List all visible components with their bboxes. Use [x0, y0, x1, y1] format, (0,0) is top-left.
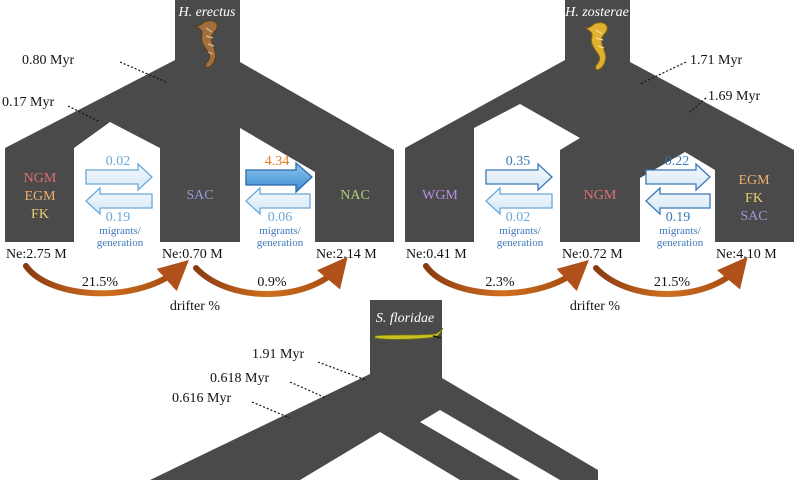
zosterae-flow1: 0.35 0.02 migrants/ generation	[485, 154, 553, 249]
erectus-flow2: 4.34 0.06 migrants/ generation	[245, 154, 313, 249]
zosterae-flow2: 0.22 0.19 migrants/ generation	[645, 154, 711, 249]
zosterae-flow2-unit-a: migrants/	[659, 225, 701, 237]
erectus-divergence-root: 0.80 Myr	[22, 53, 74, 68]
zosterae-flow1-back-arrow	[485, 186, 553, 216]
zosterae-ne-left: Ne:0.41 M	[406, 247, 467, 262]
erectus-divergence-root-leader	[119, 61, 167, 83]
erectus-ne-left: Ne:2.75 M	[6, 247, 67, 262]
zosterae-divergence-inner: 1.69 Myr	[708, 89, 760, 104]
zosterae-ne-mid: Ne:0.72 M	[562, 247, 623, 262]
erectus-flow2-unit-a: migrants/	[259, 225, 301, 237]
floridae-divergence-b-leader	[251, 401, 291, 419]
erectus-pop-left-egm: EGM	[24, 189, 56, 204]
zosterae-flow2-unit-b: generation	[657, 237, 704, 249]
erectus-flow2-forward-arrow	[245, 161, 313, 194]
erectus-flow1-forward-arrow	[85, 162, 153, 192]
erectus-drift-right: 0.9%	[257, 275, 287, 290]
zosterae-divergence-root: 1.71 Myr	[690, 53, 742, 68]
seahorse-icon	[584, 22, 608, 71]
floridae-panel: S. floridae 1.91 Myr 0.618 Myr 0.616 Myr	[150, 300, 598, 480]
erectus-flow2-forward: 4.34	[265, 154, 290, 169]
zosterae-pop-mid: NGM	[584, 188, 617, 203]
zosterae-flow2-back-arrow	[645, 186, 711, 216]
zosterae-flow1-unit-b: generation	[497, 237, 544, 249]
erectus-drift-arrow-left	[23, 259, 189, 297]
floridae-divergence-a: 0.618 Myr	[210, 371, 269, 386]
floridae-divergence-a-leader	[289, 381, 327, 399]
floridae-tree	[150, 300, 598, 480]
zosterae-flow1-back: 0.02	[506, 210, 531, 225]
erectus-species-label: H. erectus	[177, 5, 236, 20]
erectus-pop-left-ngm: NGM	[24, 171, 57, 186]
floridae-divergence-b: 0.616 Myr	[172, 391, 231, 406]
erectus-flow2-back-arrow	[245, 186, 311, 216]
erectus-panel: H. erectus 0.80 Myr 0.17 Myr NGM EGM FK …	[2, 0, 394, 314]
zosterae-species-label: H. zosterae	[564, 5, 629, 20]
erectus-pop-left-fk: FK	[31, 207, 49, 222]
erectus-flow2-unit-b: generation	[257, 237, 304, 249]
erectus-divergence-inner: 0.17 Myr	[2, 95, 54, 110]
zosterae-flow1-unit-a: migrants/	[499, 225, 541, 237]
zosterae-flow1-forward: 0.35	[506, 154, 531, 169]
zosterae-divergence-root-leader	[639, 61, 687, 85]
erectus-flow1-back: 0.19	[106, 210, 131, 225]
erectus-flow1: 0.02 0.19 migrants/ generation	[85, 154, 153, 249]
zosterae-panel: H. zosterae 1.71 Myr 1.69 Myr WGM NGM EG…	[405, 0, 794, 314]
erectus-flow1-forward: 0.02	[106, 154, 131, 169]
erectus-tree	[5, 0, 394, 242]
zosterae-pop-right-egm: EGM	[738, 173, 770, 188]
zosterae-drift-right: 21.5%	[654, 275, 691, 290]
floridae-divergence-root-leader	[317, 361, 367, 381]
floridae-species-label: S. floridae	[376, 311, 434, 326]
erectus-pop-right: NAC	[340, 188, 370, 203]
erectus-ne-mid: Ne:0.70 M	[162, 247, 223, 262]
zosterae-divergence-inner-leader	[689, 97, 707, 113]
zosterae-drift-left: 2.3%	[485, 275, 515, 290]
zosterae-pop-left: WGM	[422, 188, 458, 203]
zosterae-flow1-forward-arrow	[485, 162, 553, 192]
zosterae-ne-right: Ne:4.10 M	[716, 247, 777, 262]
zosterae-flow2-forward: 0.22	[665, 154, 690, 169]
zosterae-flow2-forward-arrow	[645, 162, 711, 192]
zosterae-drift-arrow-left	[423, 259, 589, 297]
erectus-pop-mid: SAC	[186, 188, 213, 203]
pipefish-icon	[374, 327, 444, 340]
erectus-drift-left: 21.5%	[82, 275, 119, 290]
erectus-divergence-inner-leader	[67, 105, 101, 123]
erectus-ne-right: Ne:2.14 M	[316, 247, 377, 262]
erectus-flow2-back: 0.06	[268, 210, 293, 225]
zosterae-drift-arrow-right	[593, 256, 748, 297]
seahorse-icon	[194, 20, 218, 69]
floridae-divergence-root: 1.91 Myr	[252, 347, 304, 362]
zosterae-drift-label: drifter %	[570, 299, 620, 314]
zosterae-tree	[405, 0, 794, 242]
zosterae-pop-right-fk: FK	[745, 191, 763, 206]
zosterae-flow2-back: 0.19	[666, 210, 691, 225]
erectus-flow1-unit-b: generation	[97, 237, 144, 249]
erectus-flow1-back-arrow	[85, 186, 153, 216]
erectus-drift-label: drifter %	[170, 299, 220, 314]
erectus-flow1-unit-a: migrants/	[99, 225, 141, 237]
zosterae-pop-right-sac: SAC	[740, 209, 767, 224]
erectus-drift-arrow-right	[193, 256, 348, 297]
